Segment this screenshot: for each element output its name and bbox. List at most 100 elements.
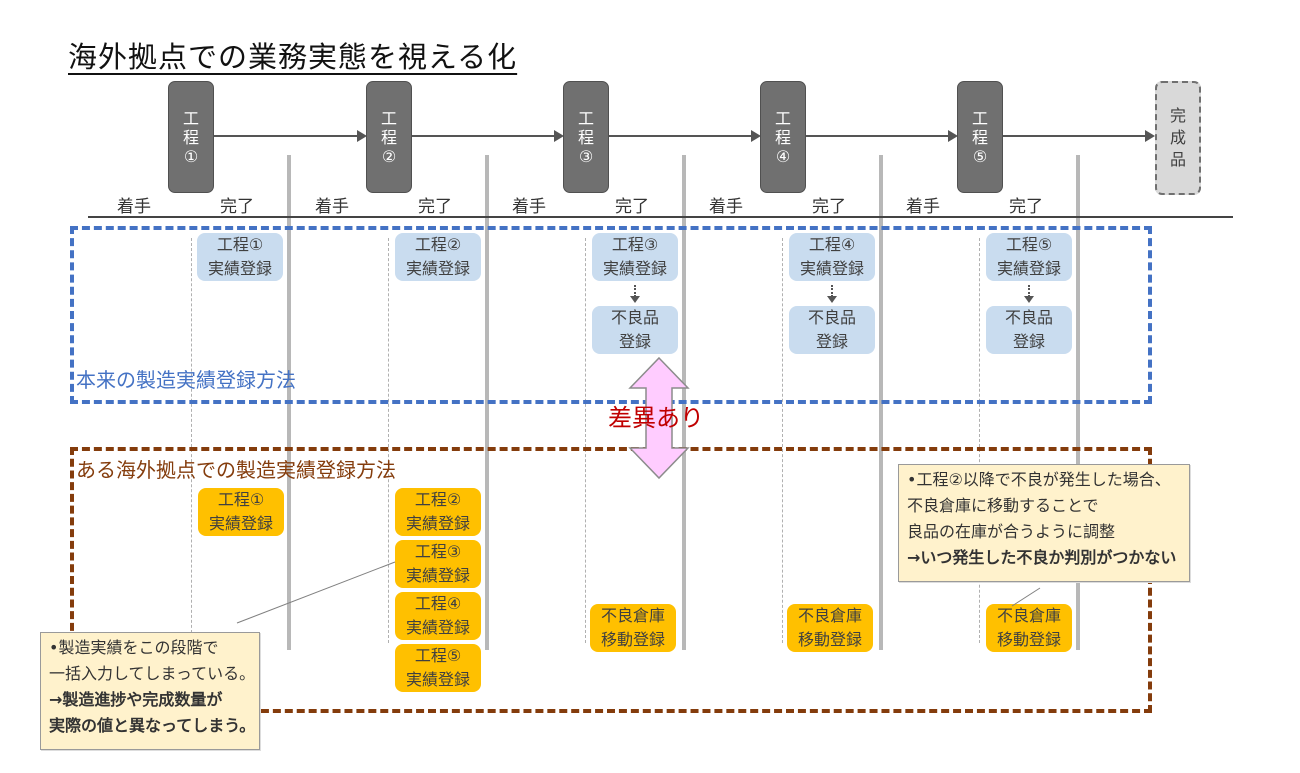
start-divider bbox=[388, 238, 389, 643]
arrowhead-icon bbox=[827, 296, 837, 303]
record-line1: 工程① bbox=[217, 490, 265, 509]
record-line1: 不良倉庫 bbox=[600, 606, 665, 625]
arrowhead-icon bbox=[948, 130, 958, 142]
record-line2: 実績登録 bbox=[208, 514, 273, 533]
record-line1: 工程④ bbox=[808, 235, 856, 254]
process-char: 工 bbox=[182, 108, 199, 128]
process-char: 工 bbox=[774, 108, 791, 128]
left-note-callout: •製造実績をこの段階で 一括入力してしまっている。 →製造進捗や完成数量が 実際… bbox=[40, 632, 260, 750]
record-line2: 移動登録 bbox=[600, 630, 665, 649]
phase-end-label: 完了 bbox=[220, 197, 254, 217]
process-char: 程 bbox=[182, 127, 199, 147]
process-box-1: 工 程 ① bbox=[168, 81, 214, 193]
dotted-arrow-icon bbox=[831, 285, 833, 297]
record-line2: 実績登録 bbox=[405, 566, 470, 585]
process-box-5: 工 程 ⑤ bbox=[957, 81, 1003, 193]
process-char: 程 bbox=[774, 127, 791, 147]
note-line: →いつ発生した不良か判別がつかない bbox=[907, 548, 1177, 567]
overseas-record-3: 工程③ 実績登録 bbox=[395, 540, 481, 588]
record-line2: 実績登録 bbox=[405, 514, 470, 533]
process-box-4: 工 程 ④ bbox=[760, 81, 806, 193]
record-line2: 登録 bbox=[815, 332, 848, 351]
record-line1: 工程③ bbox=[414, 542, 462, 561]
overseas-record-1: 工程① 実績登録 bbox=[198, 488, 284, 536]
overseas-record-2: 工程② 実績登録 bbox=[395, 488, 481, 536]
warehouse-move-5: 不良倉庫 移動登録 bbox=[986, 604, 1072, 652]
record-line1: 工程④ bbox=[414, 594, 462, 613]
standard-record-5: 工程⑤ 実績登録 bbox=[986, 233, 1072, 281]
record-line1: 工程② bbox=[414, 235, 462, 254]
arrowhead-icon bbox=[751, 130, 761, 142]
record-line2: 実績登録 bbox=[405, 259, 470, 278]
warehouse-move-3: 不良倉庫 移動登録 bbox=[590, 604, 676, 652]
finished-char: 成 bbox=[1169, 128, 1186, 147]
process-char: 工 bbox=[971, 108, 988, 128]
process-char: 程 bbox=[577, 127, 594, 147]
record-line2: 移動登録 bbox=[996, 630, 1061, 649]
defect-record-5: 不良品 登録 bbox=[986, 306, 1072, 354]
record-line2: 実績登録 bbox=[602, 259, 667, 278]
arrowhead-icon bbox=[554, 130, 564, 142]
start-divider bbox=[979, 238, 980, 643]
process-number: ① bbox=[183, 146, 199, 166]
process-box-3: 工 程 ③ bbox=[563, 81, 609, 193]
standard-record-3: 工程③ 実績登録 bbox=[592, 233, 678, 281]
start-divider bbox=[585, 238, 586, 643]
note-line: •製造実績をこの段階で bbox=[49, 638, 219, 657]
phase-start-label: 着手 bbox=[315, 197, 349, 217]
record-line1: 不良倉庫 bbox=[797, 606, 862, 625]
phase-end-label: 完了 bbox=[1009, 197, 1043, 217]
overseas-record-4: 工程④ 実績登録 bbox=[395, 592, 481, 640]
record-line1: 工程② bbox=[414, 490, 462, 509]
record-line1: 工程⑤ bbox=[1005, 235, 1053, 254]
overseas-method-label: ある海外拠点での製造実績登録方法 bbox=[76, 458, 396, 482]
timeline-baseline bbox=[88, 216, 1233, 218]
finished-product-box: 完 成 品 bbox=[1155, 81, 1201, 195]
warehouse-move-4: 不良倉庫 移動登録 bbox=[787, 604, 873, 652]
process-box-2: 工 程 ② bbox=[366, 81, 412, 193]
record-line1: 不良品 bbox=[807, 308, 856, 327]
arrowhead-icon bbox=[630, 296, 640, 303]
note-line: •工程②以降で不良が発生した場合、 bbox=[907, 470, 1171, 489]
process-char: 工 bbox=[380, 108, 397, 128]
flow-arrow-4-5 bbox=[805, 135, 953, 137]
process-char: 程 bbox=[971, 127, 988, 147]
finished-char: 完 bbox=[1169, 106, 1186, 125]
overseas-record-5: 工程⑤ 実績登録 bbox=[395, 644, 481, 692]
start-divider bbox=[191, 238, 192, 643]
finished-char: 品 bbox=[1169, 150, 1186, 169]
record-line1: 工程③ bbox=[611, 235, 659, 254]
phase-start-label: 着手 bbox=[709, 197, 743, 217]
phase-start-label: 着手 bbox=[117, 197, 151, 217]
phase-start-label: 着手 bbox=[906, 197, 940, 217]
note-line: 一括入力してしまっている。 bbox=[49, 664, 256, 683]
difference-label: 差異あり bbox=[608, 404, 704, 432]
note-line: →製造進捗や完成数量が bbox=[49, 690, 223, 709]
record-line1: 工程⑤ bbox=[414, 646, 462, 665]
process-char: 工 bbox=[577, 108, 594, 128]
arrowhead-icon bbox=[1145, 130, 1155, 142]
standard-record-1: 工程① 実績登録 bbox=[197, 233, 283, 281]
defect-record-4: 不良品 登録 bbox=[789, 306, 875, 354]
flow-arrow-5-done bbox=[1002, 135, 1150, 137]
record-line1: 不良品 bbox=[1004, 308, 1053, 327]
standard-method-label: 本来の製造実績登録方法 bbox=[76, 368, 296, 392]
record-line1: 工程① bbox=[216, 235, 264, 254]
process-number: ③ bbox=[578, 146, 594, 166]
record-line2: 実績登録 bbox=[405, 670, 470, 689]
phase-start-label: 着手 bbox=[512, 197, 546, 217]
standard-record-2: 工程② 実績登録 bbox=[395, 233, 481, 281]
dotted-arrow-icon bbox=[1028, 285, 1030, 297]
note-line: 実際の値と異なってしまう。 bbox=[49, 716, 256, 735]
dotted-arrow-icon bbox=[634, 285, 636, 297]
process-number: ⑤ bbox=[972, 146, 988, 166]
flow-arrow-1-2 bbox=[213, 135, 361, 137]
note-line: 不良倉庫に移動することで bbox=[907, 496, 1099, 515]
page-title: 海外拠点での業務実態を視える化 bbox=[68, 40, 518, 74]
record-line2: 登録 bbox=[1012, 332, 1045, 351]
record-line2: 実績登録 bbox=[207, 259, 272, 278]
record-line2: 実績登録 bbox=[799, 259, 864, 278]
start-divider bbox=[782, 238, 783, 643]
phase-end-label: 完了 bbox=[418, 197, 452, 217]
record-line2: 登録 bbox=[618, 332, 651, 351]
